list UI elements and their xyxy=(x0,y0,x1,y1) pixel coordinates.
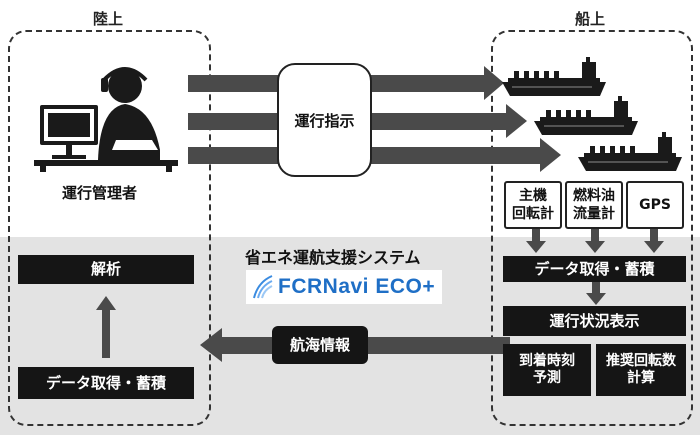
logo-text: FCRNavi ECO+ xyxy=(278,275,436,298)
navigation-info-box: 航海情報 xyxy=(272,326,368,364)
ship-icon xyxy=(502,57,606,96)
operator-label: 運行管理者 xyxy=(62,184,138,202)
engine-rpm-meter: 主機 回転計 xyxy=(504,181,562,229)
command-arrow-3 xyxy=(188,138,561,172)
recommended-rpm-box: 推奨回転数 計算 xyxy=(596,344,686,396)
status-display-box: 運行状況表示 xyxy=(503,306,686,336)
shore-data-box: データ取得・蓄積 xyxy=(18,367,194,399)
logo-wave-icon xyxy=(253,275,273,299)
command-box: 運行指示 xyxy=(277,63,372,177)
operator-desk-icon xyxy=(34,67,178,172)
ship-icon xyxy=(534,96,638,135)
analysis-box: 解析 xyxy=(18,255,194,284)
ship-title: 船上 xyxy=(574,10,605,28)
data-to-analysis-arrow xyxy=(96,296,116,358)
ship-data-box: データ取得・蓄積 xyxy=(503,256,686,282)
shore-frame xyxy=(8,30,211,426)
ship-icon xyxy=(578,132,682,171)
data-to-status-arrow xyxy=(586,281,606,305)
sensor-arrow-3 xyxy=(644,229,664,253)
sensor-arrow-2 xyxy=(585,229,605,253)
arrival-prediction-box: 到着時刻 予測 xyxy=(503,344,591,396)
ship-frame xyxy=(491,30,693,426)
fcrnavi-logo: FCRNavi ECO+ xyxy=(246,270,442,304)
command-label: 運行指示 xyxy=(294,111,355,130)
system-title: 省エネ運航支援システム xyxy=(245,248,421,267)
gps-sensor: GPS xyxy=(626,181,684,229)
sensor-arrow-1 xyxy=(526,229,546,253)
shore-title: 陸上 xyxy=(92,10,123,28)
fuel-flow-meter: 燃料油 流量計 xyxy=(565,181,623,229)
